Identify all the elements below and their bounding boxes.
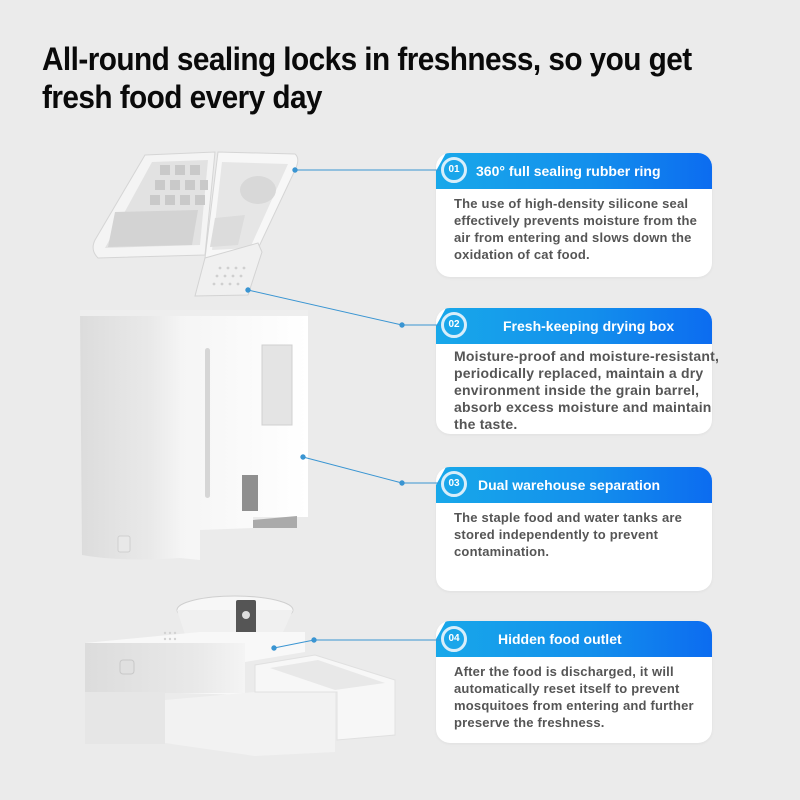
feature-card-sealing-ring: 360° full sealing rubber ring The use of… bbox=[436, 153, 712, 277]
pet-feeder-exploded-illustration bbox=[80, 151, 396, 756]
feature-description: The use of high-density silicone seal ef… bbox=[454, 196, 698, 262]
feature-number-badge: 01 bbox=[441, 157, 467, 183]
feature-card-header: 360° full sealing rubber ring bbox=[436, 153, 712, 189]
lid-part bbox=[92, 151, 299, 297]
feature-title: 360° full sealing rubber ring bbox=[476, 163, 661, 179]
feature-title: Hidden food outlet bbox=[498, 631, 622, 647]
feature-title: Fresh-keeping drying box bbox=[503, 318, 675, 334]
base-part bbox=[85, 595, 396, 756]
feature-card-header: Hidden food outlet bbox=[436, 621, 712, 657]
feature-card-drying-box: Fresh-keeping drying box Moisture-proof … bbox=[436, 308, 719, 434]
feature-description: Moisture-proof and moisture-resistant, p… bbox=[454, 348, 720, 432]
feature-card-hidden-outlet: Hidden food outlet After the food is dis… bbox=[436, 621, 712, 743]
page-headline: All-round sealing locks in freshness, so… bbox=[42, 41, 692, 115]
feature-title: Dual warehouse separation bbox=[478, 477, 661, 493]
feature-number-badge: 03 bbox=[441, 471, 467, 497]
feature-number-badge: 04 bbox=[441, 626, 467, 652]
food-barrel-part bbox=[80, 310, 308, 560]
feature-number-badge: 02 bbox=[441, 312, 467, 338]
feature-description: The staple food and water tanks are stor… bbox=[454, 510, 683, 559]
feature-card-header: Fresh-keeping drying box bbox=[436, 308, 712, 344]
feature-description: After the food is discharged, it will au… bbox=[454, 664, 694, 730]
feature-card-dual-warehouse: Dual warehouse separation The staple foo… bbox=[436, 467, 712, 591]
feature-card-header: Dual warehouse separation bbox=[436, 467, 712, 503]
